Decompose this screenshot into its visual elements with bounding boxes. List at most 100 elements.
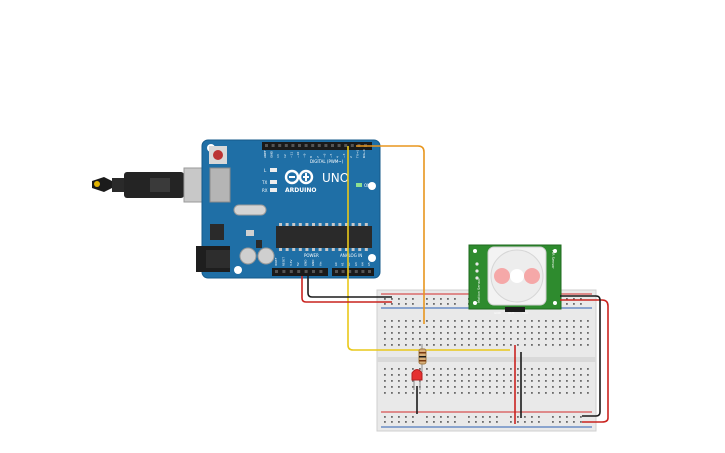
header-pin[interactable]	[331, 144, 334, 147]
breadboard-hole[interactable]	[433, 374, 435, 376]
breadboard-hole[interactable]	[559, 332, 561, 334]
breadboard-hole[interactable]	[573, 392, 575, 394]
breadboard-hole[interactable]	[454, 298, 456, 300]
breadboard-hole[interactable]	[475, 374, 477, 376]
breadboard[interactable]	[376, 289, 597, 432]
breadboard-hole[interactable]	[426, 320, 428, 322]
header-pin[interactable]	[361, 270, 365, 273]
breadboard-hole[interactable]	[489, 374, 491, 376]
breadboard-hole[interactable]	[580, 416, 582, 418]
breadboard-hole[interactable]	[384, 380, 386, 382]
breadboard-hole[interactable]	[433, 380, 435, 382]
wires[interactable]	[301, 145, 609, 424]
breadboard-hole[interactable]	[503, 344, 505, 346]
breadboard-hole[interactable]	[538, 386, 540, 388]
breadboard-hole[interactable]	[482, 338, 484, 340]
breadboard-hole[interactable]	[440, 380, 442, 382]
breadboard-hole[interactable]	[398, 320, 400, 322]
breadboard-hole[interactable]	[447, 368, 449, 370]
breadboard-hole[interactable]	[440, 303, 442, 305]
breadboard-hole[interactable]	[531, 320, 533, 322]
breadboard-hole[interactable]	[391, 386, 393, 388]
breadboard-hole[interactable]	[510, 380, 512, 382]
breadboard-hole[interactable]	[398, 380, 400, 382]
breadboard-hole[interactable]	[384, 374, 386, 376]
breadboard-hole[interactable]	[524, 338, 526, 340]
header-pin[interactable]	[348, 270, 352, 273]
breadboard-hole[interactable]	[482, 416, 484, 418]
breadboard-hole[interactable]	[419, 368, 421, 370]
breadboard-hole[interactable]	[531, 326, 533, 328]
breadboard-hole[interactable]	[538, 326, 540, 328]
breadboard-hole[interactable]	[433, 332, 435, 334]
breadboard-hole[interactable]	[531, 421, 533, 423]
breadboard-hole[interactable]	[573, 298, 575, 300]
breadboard-hole[interactable]	[426, 303, 428, 305]
breadboard-hole[interactable]	[503, 368, 505, 370]
breadboard-hole[interactable]	[482, 421, 484, 423]
breadboard-hole[interactable]	[461, 326, 463, 328]
breadboard-hole[interactable]	[447, 332, 449, 334]
breadboard-hole[interactable]	[405, 326, 407, 328]
breadboard-hole[interactable]	[468, 380, 470, 382]
breadboard-hole[interactable]	[398, 298, 400, 300]
breadboard-hole[interactable]	[503, 320, 505, 322]
breadboard-hole[interactable]	[566, 320, 568, 322]
pir-sensor[interactable]: Motion Sensor PIR Sensor GND OUT VCC	[468, 244, 562, 315]
power-header-pins[interactable]	[275, 270, 323, 273]
breadboard-hole[interactable]	[531, 332, 533, 334]
breadboard-hole[interactable]	[461, 338, 463, 340]
breadboard-hole[interactable]	[510, 344, 512, 346]
breadboard-hole[interactable]	[517, 380, 519, 382]
breadboard-hole[interactable]	[489, 386, 491, 388]
breadboard-hole[interactable]	[573, 326, 575, 328]
breadboard-hole[interactable]	[391, 320, 393, 322]
breadboard-hole[interactable]	[524, 344, 526, 346]
breadboard-hole[interactable]	[587, 338, 589, 340]
breadboard-hole[interactable]	[566, 392, 568, 394]
breadboard-hole[interactable]	[517, 320, 519, 322]
breadboard-hole[interactable]	[573, 386, 575, 388]
breadboard-hole[interactable]	[433, 298, 435, 300]
breadboard-hole[interactable]	[580, 421, 582, 423]
breadboard-hole[interactable]	[566, 416, 568, 418]
breadboard-hole[interactable]	[440, 421, 442, 423]
breadboard-hole[interactable]	[496, 320, 498, 322]
breadboard-hole[interactable]	[412, 416, 414, 418]
breadboard-hole[interactable]	[552, 326, 554, 328]
breadboard-hole[interactable]	[489, 326, 491, 328]
breadboard-hole[interactable]	[545, 368, 547, 370]
breadboard-hole[interactable]	[587, 386, 589, 388]
breadboard-hole[interactable]	[433, 326, 435, 328]
breadboard-hole[interactable]	[573, 374, 575, 376]
breadboard-hole[interactable]	[447, 386, 449, 388]
breadboard-hole[interactable]	[468, 326, 470, 328]
breadboard-hole[interactable]	[489, 416, 491, 418]
breadboard-hole[interactable]	[559, 374, 561, 376]
arduino-board[interactable]: L TX RX ON ARDUINO UNO DIGITAL (PWM~) AR…	[196, 139, 381, 279]
breadboard-hole[interactable]	[580, 320, 582, 322]
breadboard-hole[interactable]	[426, 332, 428, 334]
header-pin[interactable]	[297, 270, 301, 273]
breadboard-hole[interactable]	[440, 344, 442, 346]
breadboard-hole[interactable]	[538, 320, 540, 322]
breadboard-hole[interactable]	[426, 338, 428, 340]
breadboard-hole[interactable]	[454, 326, 456, 328]
breadboard-hole[interactable]	[552, 392, 554, 394]
breadboard-hole[interactable]	[482, 344, 484, 346]
breadboard-hole[interactable]	[531, 386, 533, 388]
breadboard-hole[interactable]	[482, 320, 484, 322]
wire-black-right-rail[interactable]	[560, 295, 601, 417]
breadboard-hole[interactable]	[391, 421, 393, 423]
breadboard-hole[interactable]	[384, 320, 386, 322]
breadboard-hole[interactable]	[573, 380, 575, 382]
breadboard-hole[interactable]	[489, 320, 491, 322]
breadboard-hole[interactable]	[538, 392, 540, 394]
breadboard-hole[interactable]	[461, 374, 463, 376]
breadboard-hole[interactable]	[545, 374, 547, 376]
header-pin[interactable]	[278, 144, 282, 147]
breadboard-hole[interactable]	[391, 368, 393, 370]
breadboard-hole[interactable]	[545, 338, 547, 340]
breadboard-hole[interactable]	[587, 392, 589, 394]
breadboard-hole[interactable]	[405, 303, 407, 305]
